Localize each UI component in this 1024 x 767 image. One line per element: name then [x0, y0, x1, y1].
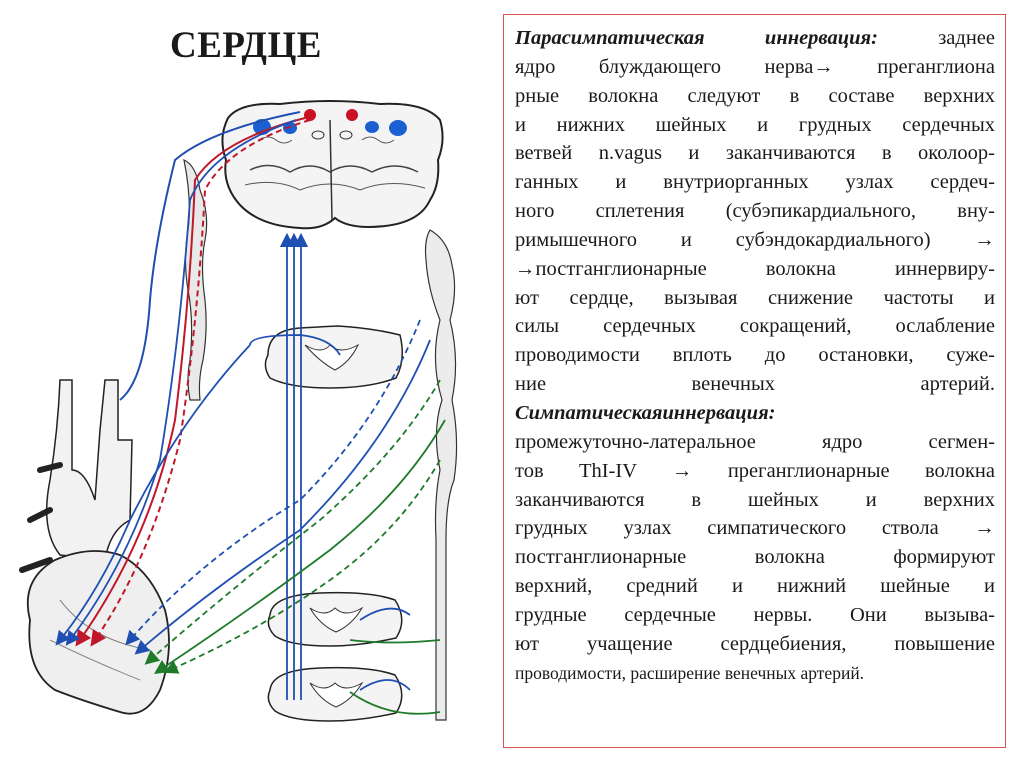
text-line: проводимости, расширение венечных артери…: [515, 662, 865, 683]
spinal-cord-section-cervical: [264, 325, 403, 389]
heart-illustration: [19, 379, 170, 715]
sympathetic-fibers: [144, 379, 446, 715]
text-line: рные волокна следуют в составе верхних: [515, 84, 995, 107]
text-line: →постганглионарные волокна иннервиру-: [515, 257, 995, 280]
text-line: ют учащение сердцебиения, повышение: [515, 632, 995, 655]
text-line: римышечного и субэндокардиального) →: [515, 228, 995, 251]
text-line: ние венечных артерий.: [515, 373, 995, 396]
text-line: заканчиваются в шейных и верхних: [515, 488, 995, 511]
text-line: промежуточно-латеральное ядро сегмен-: [515, 430, 995, 453]
text-fragment: заднее: [877, 27, 995, 49]
parasympathetic-fibers: [65, 111, 311, 647]
text-line: Парасимпатическая иннервация: заднее: [515, 24, 995, 53]
text-line: верхний, средний и нижний шейные и: [515, 575, 995, 598]
slide-title: СЕРДЦЕ: [170, 25, 322, 66]
text-line: ганных и внутриорганных узлах сердеч-: [515, 171, 995, 194]
heart-innervation-diagram: [19, 100, 458, 722]
text-line: ют сердце, вызывая снижение частоты и: [515, 286, 995, 309]
spinal-cord-section-thoracic-2: [267, 666, 403, 722]
text-line: тов ThI-IV → преганглионарные волокна: [515, 459, 995, 482]
sympathetic-trunk: [424, 229, 458, 721]
afferent-fibers: [55, 232, 431, 700]
text-line: постганглионарные волокна формируют: [515, 546, 995, 569]
sympathetic-heading-a: Симпатическая: [515, 401, 663, 424]
vagus-ganglion-chain: [183, 159, 208, 401]
medulla-cross-section: [221, 100, 444, 230]
text-line: и нижних шейных и грудных сердечных: [515, 113, 995, 136]
spinal-cord-section-thoracic-1: [267, 591, 403, 647]
text-line: проводимости вплоть до остановки, суже-: [515, 344, 995, 367]
parasympathetic-heading: Парасимпатическая иннервация:: [515, 27, 878, 49]
text-line: Симпатическаяиннервация:: [515, 399, 995, 428]
sympathetic-heading-b: иннервация:: [662, 401, 776, 424]
text-line: ветвей n.vagus и заканчиваются в околоор…: [515, 142, 995, 165]
text-line: грудные сердечные нервы. Они вызыва-: [515, 603, 995, 626]
text-line: ядро блуждающего нерва→ преганглиона: [515, 55, 995, 78]
description-box: Парасимпатическая иннервация: заднее ядр…: [503, 14, 1006, 748]
text-line: силы сердечных сокращений, ослабление: [515, 315, 995, 338]
text-line: ного сплетения (субэпикардиального, вну-: [515, 200, 995, 223]
text-line: грудных узлах симпатического ствола →: [515, 517, 995, 540]
